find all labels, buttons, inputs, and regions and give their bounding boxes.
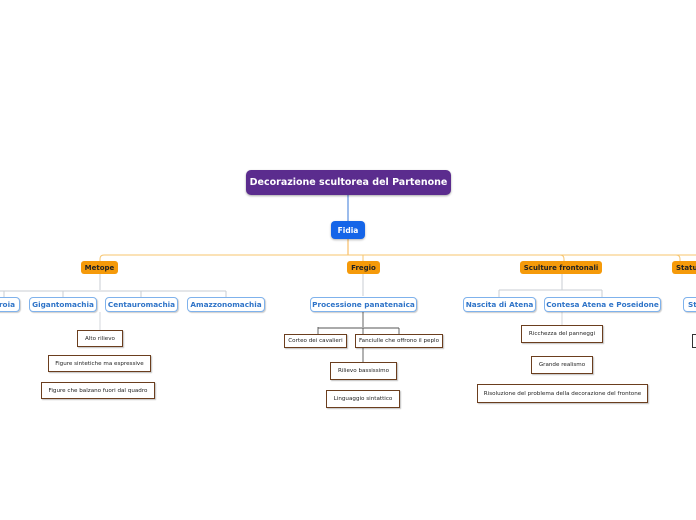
metope-note[interactable]: Figure che balzano fuori dal quadro	[41, 382, 155, 399]
processione-item[interactable]: Fanciulle che offrono il peplo	[355, 334, 443, 348]
root-node[interactable]: Decorazione scultorea del Partenone	[246, 170, 451, 195]
connector-metope-subs	[0, 274, 227, 297]
topic-gigantomachia[interactable]: Gigantomachia	[29, 297, 97, 312]
connector-frontonali-subs	[498, 274, 603, 297]
metope-note[interactable]: Alto rilievo	[77, 330, 123, 347]
frontonali-note[interactable]: Grande realismo	[531, 356, 593, 374]
metope-note[interactable]: Figure sintetiche ma espressive	[48, 355, 151, 372]
fregio-note[interactable]: Rilievo bassissimo	[330, 362, 397, 380]
fregio-note[interactable]: Linguaggio sintattico	[326, 390, 400, 408]
statue-note[interactable]	[692, 334, 696, 348]
category-statue[interactable]: Statu	[672, 261, 696, 274]
category-sculture-frontonali[interactable]: Sculture frontonali	[520, 261, 602, 274]
category-fregio[interactable]: Fregio	[347, 261, 380, 274]
topic-centauromachia[interactable]: Centauromachia	[105, 297, 178, 312]
processione-item[interactable]: Corteo dei cavalieri	[284, 334, 347, 348]
topic-processione-panatenaica[interactable]: Processione panatenaica	[310, 297, 417, 312]
fidia-node[interactable]: Fidia	[331, 221, 365, 239]
connector-category-bus	[99, 254, 696, 261]
category-metope[interactable]: Metope	[81, 261, 118, 274]
topic-statue[interactable]: St	[683, 297, 696, 312]
topic-iliupersis[interactable]: rroia	[0, 297, 20, 312]
topic-amazzonomachia[interactable]: Amazzonomachia	[187, 297, 265, 312]
topic-contesa-atena-poseidone[interactable]: Contesa Atena e Poseidone	[544, 297, 661, 312]
frontonali-note[interactable]: Risoluzione del problema della decorazio…	[477, 384, 648, 403]
connector-processione-items	[317, 312, 400, 362]
frontonali-note[interactable]: Ricchezza del panneggi	[521, 325, 603, 343]
topic-nascita-di-atena[interactable]: Nascita di Atena	[463, 297, 536, 312]
